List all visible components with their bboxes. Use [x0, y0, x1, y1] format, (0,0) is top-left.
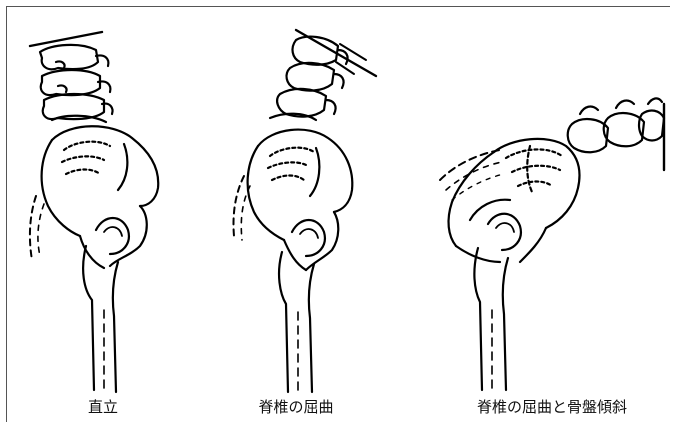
upright-femur [83, 246, 118, 392]
upright-vertebrae [40, 45, 113, 122]
flexion-femur [279, 252, 314, 392]
upright-pelvis [42, 126, 159, 268]
flexion-tilt-skeleton [440, 98, 664, 390]
caption-spine-flexion-pelvic-tilt: 脊椎の屈曲と骨盤傾斜 [477, 396, 627, 417]
upright-skeleton [30, 32, 158, 392]
tilt-femur [474, 248, 508, 390]
tilt-pelvis [449, 139, 580, 262]
caption-spine-flexion: 脊椎の屈曲 [258, 396, 333, 417]
flexion-skeleton [233, 30, 376, 392]
flexion-pelvis [248, 130, 353, 270]
caption-upright: 直立 [88, 396, 118, 417]
tilt-vertebrae [568, 98, 664, 152]
flexion-vertebrae [270, 37, 366, 120]
